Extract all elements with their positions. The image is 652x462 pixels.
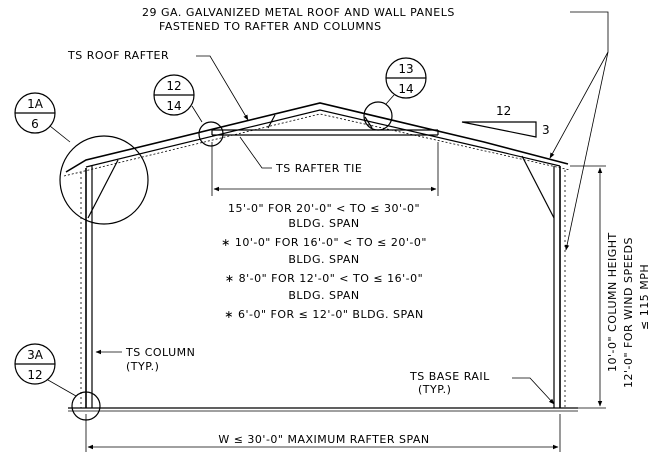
detail-1a-sheet: 6 [31,117,39,131]
rafter-tie-label: TS RAFTER TIE [275,162,362,175]
detail-13-sheet: 14 [398,82,413,96]
detail-bubble-1a[interactable]: 1A 6 [14,92,149,225]
rafter-tie-callout: TS RAFTER TIE [239,136,362,175]
left-column [80,166,93,408]
wind-speed-label-2: ≤ 115 MPH [638,264,651,330]
spacing-note-5: ∗ 8'-0" FOR 12'-0" < TO ≤ 16'-0" [225,272,423,285]
spacing-note-3: ∗ 10'-0" FOR 16'-0" < TO ≤ 20'-0" [221,236,427,249]
panel-note-line1: 29 GA. GALVANIZED METAL ROOF AND WALL PA… [142,6,455,19]
spacing-notes: 15'-0" FOR 20'-0" < TO ≤ 30'-0" BLDG. SP… [221,202,427,321]
detail-12-sheet: 14 [166,99,181,113]
roof-rafter-label: TS ROOF RAFTER [67,49,169,62]
detail-1a-zone-circle [59,135,149,225]
max-span-dimension: W ≤ 30'-0" MAXIMUM RAFTER SPAN [85,414,561,452]
detail-12-id: 12 [166,79,181,93]
roof-rafter-callout: TS ROOF RAFTER [67,49,249,121]
panel-note: 29 GA. GALVANIZED METAL ROOF AND WALL PA… [142,6,609,251]
rafter-braces [87,114,555,219]
max-span-label: W ≤ 30'-0" MAXIMUM RAFTER SPAN [218,433,429,446]
spacing-note-2: BLDG. SPAN [288,217,359,230]
slope-rise-label: 3 [542,123,550,137]
base-rail-callout: TS BASE RAIL (TYP.) [409,370,555,405]
detail-3a-id: 3A [27,348,44,362]
base-line [68,407,578,412]
spacing-note-6: BLDG. SPAN [288,289,359,302]
detail-bubble-13[interactable]: 13 14 [363,57,427,131]
column-typ-label: (TYP.) [126,360,159,373]
panel-note-line2: FASTENED TO RAFTER AND COLUMNS [159,20,382,33]
slope-run-label: 12 [496,104,511,118]
tie-spacing-dimension [211,142,439,196]
detail-13-zone-circle [363,101,393,131]
spacing-note-1: 15'-0" FOR 20'-0" < TO ≤ 30'-0" [228,202,420,215]
spacing-note-4: BLDG. SPAN [288,253,359,266]
column-callout: TS COLUMN (TYP.) [95,346,195,373]
detail-13-id: 13 [398,62,413,76]
height-dimension: 10'-0" COLUMN HEIGHT 12'-0" FOR WIND SPE… [570,165,651,409]
spacing-note-7: ∗ 6'-0" FOR ≤ 12'-0" BLDG. SPAN [224,308,423,321]
rafter-tie [211,129,439,136]
detail-bubble-12[interactable]: 12 14 [153,74,224,147]
base-rail-typ-label: (TYP.) [418,383,451,396]
slope-symbol: 12 3 [461,104,550,138]
right-column [553,166,566,408]
detail-3a-sheet: 12 [27,368,42,382]
detail-1a-id: 1A [27,97,44,111]
column-height-label: 10'-0" COLUMN HEIGHT [606,232,619,372]
column-label: TS COLUMN [125,346,195,359]
detail-3a-zone-circle [71,391,101,421]
detail-bubble-3a[interactable]: 3A 12 [14,343,101,421]
detail-12-zone-circle [198,121,224,147]
wind-speed-label-1: 12'-0" FOR WIND SPEEDS [622,237,635,388]
base-rail-label: TS BASE RAIL [409,370,490,383]
